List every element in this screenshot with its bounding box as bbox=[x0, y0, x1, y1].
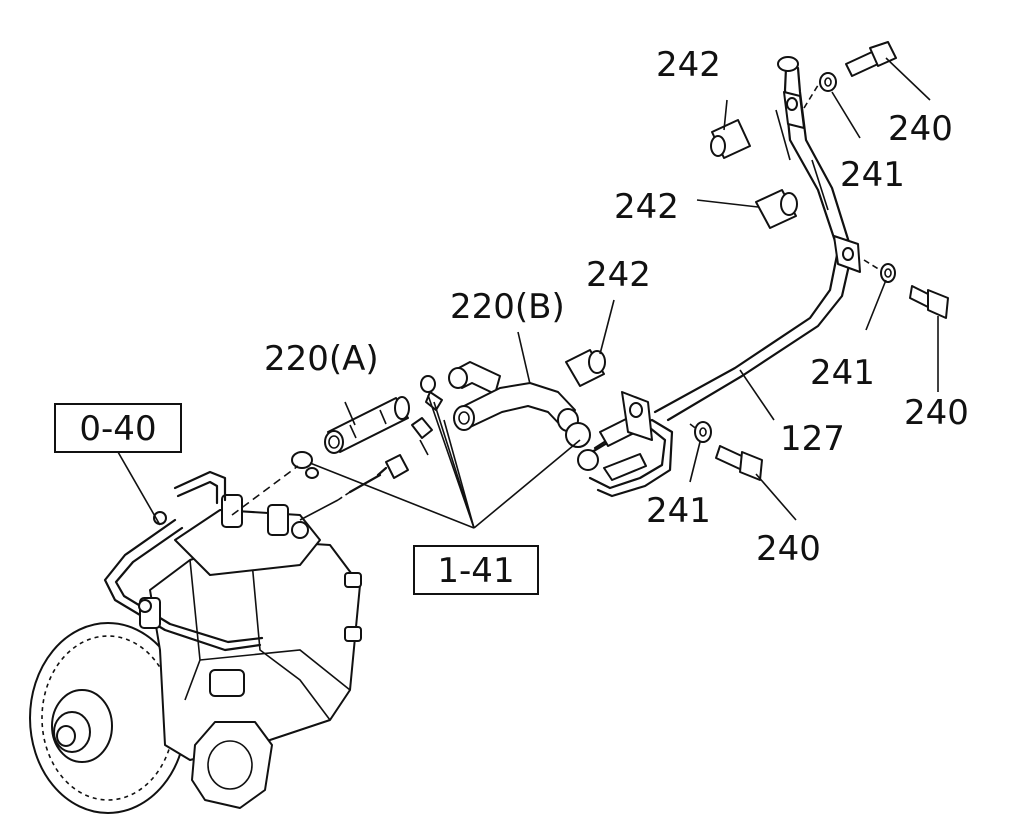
pipe-220a-drawing bbox=[324, 396, 410, 454]
bracket-pipe-127-drawing bbox=[653, 56, 861, 422]
bolts-drawing bbox=[715, 41, 949, 481]
fittings-drawing bbox=[231, 375, 443, 521]
label-220a: 220(A) bbox=[264, 339, 379, 379]
ref-box-0-40 bbox=[54, 403, 182, 453]
label-242-top: 242 bbox=[656, 45, 721, 85]
washer-top-shape bbox=[819, 72, 837, 92]
small-bolt bbox=[411, 417, 433, 439]
eye-bolt bbox=[385, 454, 409, 479]
label-220b: 220(B) bbox=[450, 287, 565, 327]
label-241-low: 241 bbox=[646, 491, 711, 531]
label-241-mid: 241 bbox=[810, 353, 875, 393]
ref-label-0-40: 0-40 bbox=[79, 409, 156, 449]
ref-box-1-41 bbox=[413, 545, 539, 595]
washer-low-shape bbox=[694, 421, 712, 443]
washers-drawing bbox=[694, 72, 896, 443]
leader-lines bbox=[117, 57, 939, 529]
banjo-pipe-drawing bbox=[577, 391, 674, 498]
pipe-220b-drawing bbox=[448, 361, 591, 448]
label-242-low: 242 bbox=[586, 255, 651, 295]
label-127: 127 bbox=[780, 419, 845, 459]
pump-solenoid-cover bbox=[191, 721, 273, 809]
label-240-mid: 240 bbox=[904, 393, 969, 433]
label-241-top: 241 bbox=[840, 155, 905, 195]
washer-mid-shape bbox=[880, 263, 896, 283]
label-240-low: 240 bbox=[756, 529, 821, 569]
ref-label-1-41: 1-41 bbox=[437, 551, 514, 591]
label-240-top: 240 bbox=[888, 109, 953, 149]
injection-pump-drawing bbox=[29, 470, 362, 814]
label-242-mid: 242 bbox=[614, 187, 679, 227]
collars-drawing bbox=[565, 119, 798, 387]
pipe-clip-left bbox=[291, 451, 313, 469]
pipe-clip-upper bbox=[420, 375, 436, 393]
